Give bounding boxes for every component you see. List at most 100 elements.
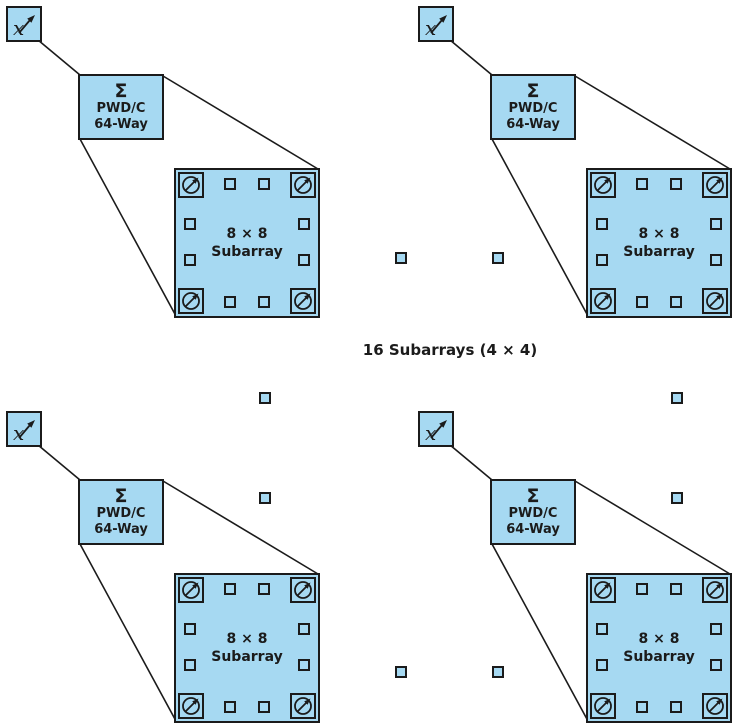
connector-line (449, 444, 493, 481)
element-square (710, 254, 722, 266)
pwdc-label: PWD/C (508, 505, 558, 521)
connector-lines (37, 444, 319, 722)
connector-lines (449, 39, 731, 317)
connector-lines (37, 39, 319, 317)
variable-attenuator-box (6, 411, 42, 447)
element-square (670, 701, 682, 713)
connector-line (574, 75, 731, 170)
phase-shifter-icon (702, 693, 728, 719)
subarray-label: 8 × 8 Subarray (176, 170, 318, 316)
element-square (258, 701, 270, 713)
subarray-box: 8 × 8 Subarray (174, 168, 320, 318)
element-square (298, 623, 310, 635)
variable-attenuator-icon (420, 8, 452, 40)
phase-shifter-icon (702, 577, 728, 603)
power-divider-combiner-box: Σ PWD/C 64-Way (490, 74, 576, 140)
phase-shifter-icon (702, 172, 728, 198)
subarray-name: Subarray (623, 649, 695, 665)
element-square (670, 296, 682, 308)
connector-line (37, 39, 81, 76)
phase-shifter-icon (590, 693, 616, 719)
sigma-label: Σ (114, 79, 128, 102)
element-square (636, 701, 648, 713)
connector-line (491, 543, 589, 722)
element-square (224, 296, 236, 308)
connector-line (449, 39, 493, 76)
power-divider-combiner-box: Σ PWD/C 64-Way (78, 479, 164, 545)
element-square (298, 659, 310, 671)
connector-line (162, 480, 319, 575)
element-square (636, 583, 648, 595)
sigma-label: Σ (526, 484, 540, 507)
element-square (596, 254, 608, 266)
element-square (258, 178, 270, 190)
element-square (670, 178, 682, 190)
phase-shifter-icon (178, 288, 204, 314)
connector-line (491, 138, 589, 317)
subarray-label: 8 × 8 Subarray (588, 575, 730, 721)
element-square (710, 659, 722, 671)
element-square (596, 218, 608, 230)
subarray-label: 8 × 8 Subarray (588, 170, 730, 316)
phase-shifter-icon (290, 172, 316, 198)
phase-shifter-icon (290, 288, 316, 314)
ways-label: 64-Way (506, 116, 560, 132)
element-square (710, 623, 722, 635)
phase-shifter-icon (702, 288, 728, 314)
sigma-label: Σ (526, 79, 540, 102)
pwdc-label: PWD/C (96, 100, 146, 116)
element-square (258, 296, 270, 308)
subarray-name: Subarray (623, 244, 695, 260)
variable-attenuator-box (418, 6, 454, 42)
element-square (710, 218, 722, 230)
subarray-size: 8 × 8 (226, 630, 268, 647)
subarray-block: Σ PWD/C 64-Way 8 × 8 Subarray (0, 0, 330, 325)
variable-attenuator-box (6, 6, 42, 42)
variable-attenuator-box (418, 411, 454, 447)
element-square (636, 296, 648, 308)
phase-shifter-icon (290, 577, 316, 603)
element-square (298, 218, 310, 230)
pwdc-label: PWD/C (96, 505, 146, 521)
subarray-block: Σ PWD/C 64-Way 8 × 8 Subarray (412, 405, 739, 725)
phase-shifter-icon (178, 693, 204, 719)
variable-attenuator-icon (420, 413, 452, 445)
element-square (184, 659, 196, 671)
pwdc-label: PWD/C (508, 100, 558, 116)
element-square (492, 252, 504, 264)
phase-shifter-icon (178, 172, 204, 198)
variable-attenuator-icon (8, 8, 40, 40)
subarray-name: Subarray (211, 649, 283, 665)
element-square (224, 583, 236, 595)
element-square (671, 492, 683, 504)
element-square (395, 252, 407, 264)
connector-line (162, 75, 319, 170)
phase-shifter-icon (590, 288, 616, 314)
subarray-block: Σ PWD/C 64-Way 8 × 8 Subarray (412, 0, 739, 325)
element-square (298, 254, 310, 266)
center-caption: 16 Subarrays (4 × 4) (362, 341, 538, 359)
subarray-size: 8 × 8 (638, 225, 680, 242)
phase-shifter-icon (590, 577, 616, 603)
ways-label: 64-Way (94, 116, 148, 132)
phase-shifter-icon (290, 693, 316, 719)
power-divider-combiner-box: Σ PWD/C 64-Way (78, 74, 164, 140)
subarray-label: 8 × 8 Subarray (176, 575, 318, 721)
element-square (224, 178, 236, 190)
subarray-box: 8 × 8 Subarray (174, 573, 320, 723)
connector-line (79, 138, 177, 317)
subarray-size: 8 × 8 (638, 630, 680, 647)
element-square (224, 701, 236, 713)
connector-line (574, 480, 731, 575)
connector-lines (449, 444, 731, 722)
sigma-label: Σ (114, 484, 128, 507)
ways-label: 64-Way (94, 521, 148, 537)
element-square (258, 583, 270, 595)
subarray-block: Σ PWD/C 64-Way 8 × 8 Subarray (0, 405, 330, 725)
element-square (492, 666, 504, 678)
element-square (259, 392, 271, 404)
element-square (395, 666, 407, 678)
ways-label: 64-Way (506, 521, 560, 537)
connector-line (79, 543, 177, 722)
